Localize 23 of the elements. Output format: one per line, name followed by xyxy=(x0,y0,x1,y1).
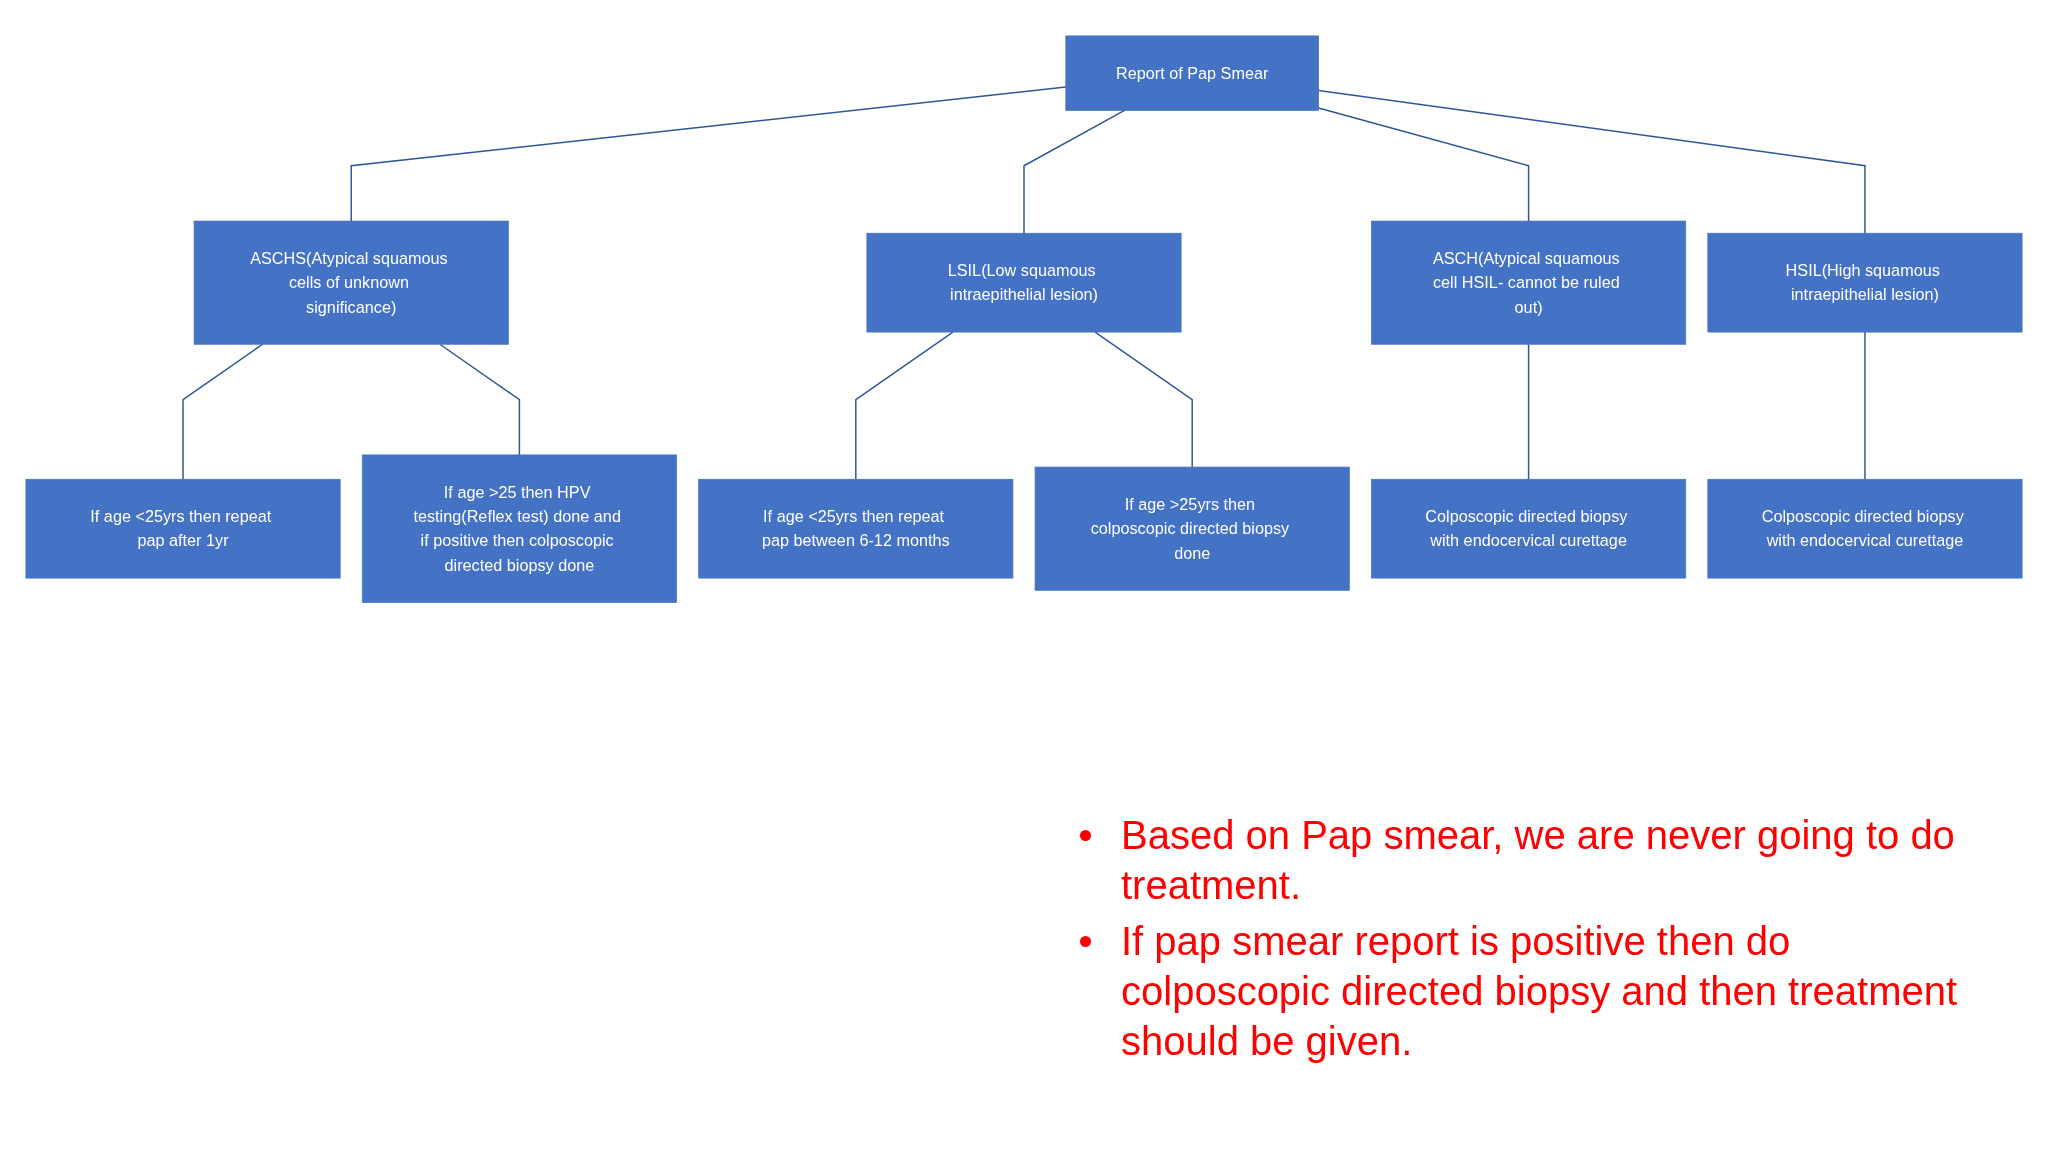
connector xyxy=(855,331,954,480)
node-box: If age <25yrs then repeat pap between 6-12 months xyxy=(698,478,1014,579)
note-text: If pap smear report is positive then do colposcopic directed biopsy and then treatment should be given. xyxy=(1121,918,1959,1065)
connector xyxy=(1864,331,1866,480)
note-text: Based on Pap smear, we are never going to do treatment. xyxy=(1121,812,1956,909)
connector xyxy=(1317,107,1530,222)
connector xyxy=(1094,331,1193,468)
node-box: Colposcopic directed biopsy with endocervical curettage xyxy=(1707,478,2023,579)
connector xyxy=(439,343,521,456)
node-box: ASCHS(Atypical squamous cells of unknown significance) xyxy=(193,220,509,345)
node-box: HSIL(High squamous intraepithelial lesion) xyxy=(1707,232,2023,333)
node-box: Report of Pap Smear xyxy=(1065,35,1319,111)
node-box: If age >25 then HPV testing(Reflex test) done and if positive then colposcopic directed biopsy done xyxy=(361,454,677,603)
node-box: If age <25yrs then repeat pap after 1yr xyxy=(25,478,341,579)
node-box: ASCH(Atypical squamous cell HSIL- cannot be ruled out) xyxy=(1371,220,1687,345)
node-box: LSIL(Low squamous intraepithelial lesion) xyxy=(866,232,1182,333)
connector xyxy=(1317,89,1866,234)
connector xyxy=(1023,109,1126,234)
connector xyxy=(182,343,264,480)
connector xyxy=(1527,343,1530,480)
node-box: Colposcopic directed biopsy with endocervical curettage xyxy=(1371,478,1687,579)
connector xyxy=(350,86,1067,222)
node-box: If age >25yrs then colposcopic directed biopsy done xyxy=(1034,466,1350,591)
